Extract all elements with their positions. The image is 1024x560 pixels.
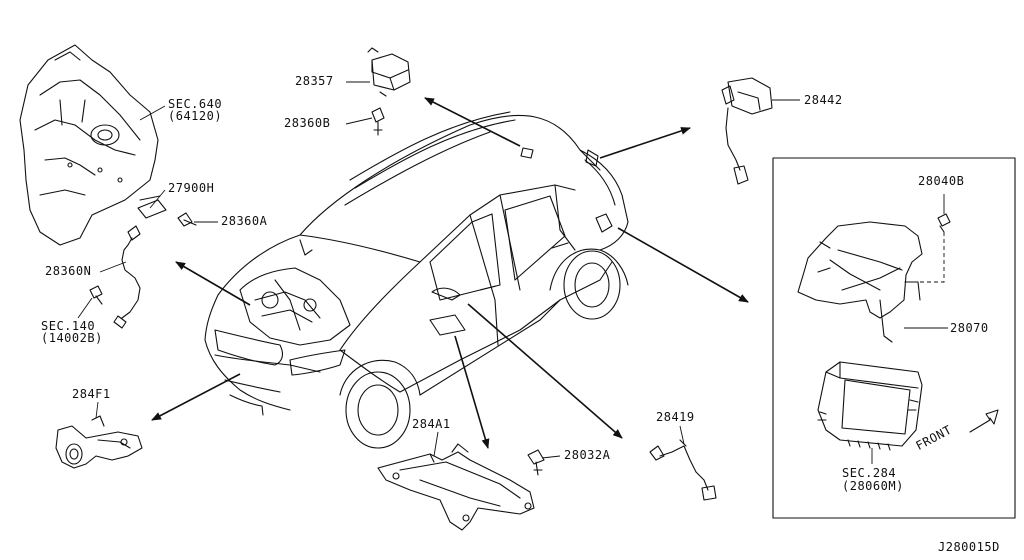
- label-sec284: SEC.284: [842, 466, 897, 480]
- bolt-28032a: [527, 449, 545, 476]
- bolt-28360a: [177, 212, 197, 227]
- sensor-28442: [721, 77, 773, 185]
- ecm-module: [817, 361, 923, 451]
- sec640-hood-ledge-panel: [19, 44, 167, 246]
- label-sec140: SEC.140: [41, 319, 96, 333]
- pointer-arrows: [151, 97, 749, 449]
- nut-28040b: [937, 213, 951, 233]
- label-28357: 28357: [295, 74, 334, 88]
- label-28442: 28442: [804, 93, 843, 107]
- bracket-28070: [797, 221, 923, 343]
- label-28360a: 28360A: [221, 214, 268, 228]
- leader-lines: [77, 81, 948, 464]
- label-sec140-sub: (14002B): [41, 331, 103, 345]
- front-direction-arrow: [969, 409, 999, 433]
- label-27900h: 27900H: [168, 181, 215, 195]
- bracket-28357: [367, 47, 411, 97]
- harness-28360n: [113, 225, 141, 329]
- nut-to-bracket-dashline: [920, 232, 945, 283]
- plate-284a1: [377, 443, 535, 531]
- label-diagram-id: J280015D: [938, 540, 1000, 554]
- label-284f1: 284F1: [72, 387, 111, 401]
- label-28070: 28070: [950, 321, 989, 335]
- label-sec284-sub: (28060M): [842, 479, 904, 493]
- label-284a1: 284A1: [412, 417, 451, 431]
- label-28032a: 28032A: [564, 448, 611, 462]
- bolt-28360b: [371, 107, 385, 136]
- bracket-284f1: [55, 415, 143, 469]
- vehicle-outline: [204, 111, 629, 449]
- label-sec640-sub: (64120): [168, 109, 223, 123]
- label-28419: 28419: [656, 410, 695, 424]
- ecm-detail-box: [772, 157, 1016, 519]
- label-sec640: SEC.640: [168, 97, 223, 111]
- sec140-bolt: [89, 285, 103, 305]
- label-28360b: 28360B: [284, 116, 331, 130]
- label-28040b: 28040B: [918, 174, 965, 188]
- label-28360n: 28360N: [45, 264, 92, 278]
- harness-28419: [649, 439, 717, 501]
